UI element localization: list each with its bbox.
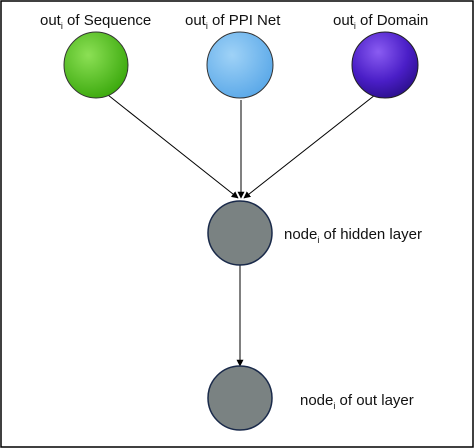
node-ppi (206, 31, 274, 99)
label-sequence: outi of Sequence (40, 12, 151, 31)
label-output: nodei of out layer (300, 392, 414, 411)
edge-sequence-to-hidden (107, 94, 239, 199)
label-ppi: outi of PPI Net (185, 12, 281, 31)
label-domain: outi of Domain (333, 12, 428, 31)
node-domain (351, 31, 419, 99)
edge-domain-to-hidden (243, 94, 376, 199)
node-output (207, 365, 273, 431)
node-sequence (63, 31, 129, 99)
label-hidden: nodei of hidden layer (284, 226, 422, 245)
node-hidden (207, 200, 273, 266)
